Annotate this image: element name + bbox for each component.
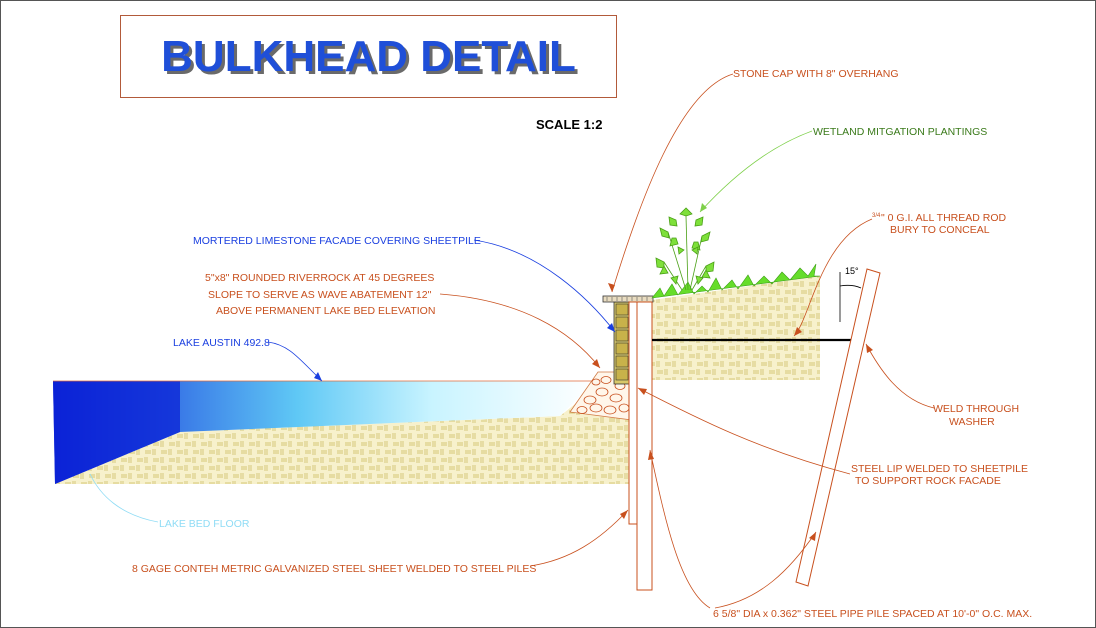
steel-sheet-pile — [628, 301, 638, 525]
label-lake-bed: LAKE BED FLOOR — [159, 518, 250, 530]
title-box: BULKHEAD DETAIL — [120, 15, 617, 98]
leader-pipe-2 — [714, 531, 817, 609]
label-rod-fraction: 3/4 — [872, 213, 881, 219]
lake-water-shade — [53, 381, 180, 484]
steel-pipe-pile — [636, 301, 653, 591]
leader-sheet — [529, 509, 629, 567]
leader-riverrock — [439, 293, 601, 369]
label-riverrock-1: 5"x8" ROUNDED RIVERROCK AT 45 DEGREES — [205, 272, 434, 284]
drawing-title: BULKHEAD DETAIL — [161, 31, 576, 81]
leader-facade — [473, 239, 616, 333]
label-lip-1: STEEL LIP WELDED TO SHEETPILE — [851, 463, 1028, 475]
lower-soil-fill — [55, 392, 630, 484]
label-wetland: WETLAND MITGATION PLANTINGS — [813, 126, 987, 138]
leader-wetland — [699, 130, 813, 213]
label-weld-2: WASHER — [949, 416, 995, 428]
leader-stone-cap — [611, 73, 734, 293]
leader-rod — [793, 218, 873, 337]
label-pipe: 6 5/8" DIA x 0.362" STEEL PIPE PILE SPAC… — [713, 608, 1032, 620]
label-stone-cap: STONE CAP WITH 8" OVERHANG — [733, 68, 899, 80]
scale-label: SCALE 1:2 — [536, 117, 603, 132]
stone-cap — [602, 295, 654, 303]
wetland-plants — [655, 207, 715, 291]
leader-lake-bed — [89, 473, 159, 523]
label-riverrock-2: SLOPE TO SERVE AS WAVE ABATEMENT 12" — [208, 289, 432, 301]
leader-weld — [865, 343, 935, 409]
leader-pipe-1 — [649, 449, 711, 609]
leader-lip — [637, 387, 851, 475]
leader-lake — [267, 341, 323, 382]
label-lip-2: TO SUPPORT ROCK FACADE — [855, 475, 1001, 487]
grass — [651, 263, 821, 299]
deadman-pile — [795, 268, 881, 587]
upland-soil-fill — [652, 276, 820, 380]
limestone-facade — [613, 301, 631, 385]
label-rod-line1: " 0 G.I. ALL THREAD ROD — [881, 212, 1007, 224]
angle-label: 15° — [845, 266, 859, 276]
label-lake: LAKE AUSTIN 492.8 — [173, 337, 270, 349]
label-weld-1: WELD THROUGH — [933, 403, 1019, 415]
label-rod-line2: BURY TO CONCEAL — [890, 224, 990, 236]
lake-water — [53, 381, 595, 484]
label-facade: MORTERED LIMESTONE FACADE COVERING SHEET… — [193, 235, 481, 247]
label-sheet: 8 GAGE CONTEH METRIC GALVANIZED STEEL SH… — [132, 563, 536, 575]
label-riverrock-3: ABOVE PERMANENT LAKE BED ELEVATION — [216, 305, 435, 317]
